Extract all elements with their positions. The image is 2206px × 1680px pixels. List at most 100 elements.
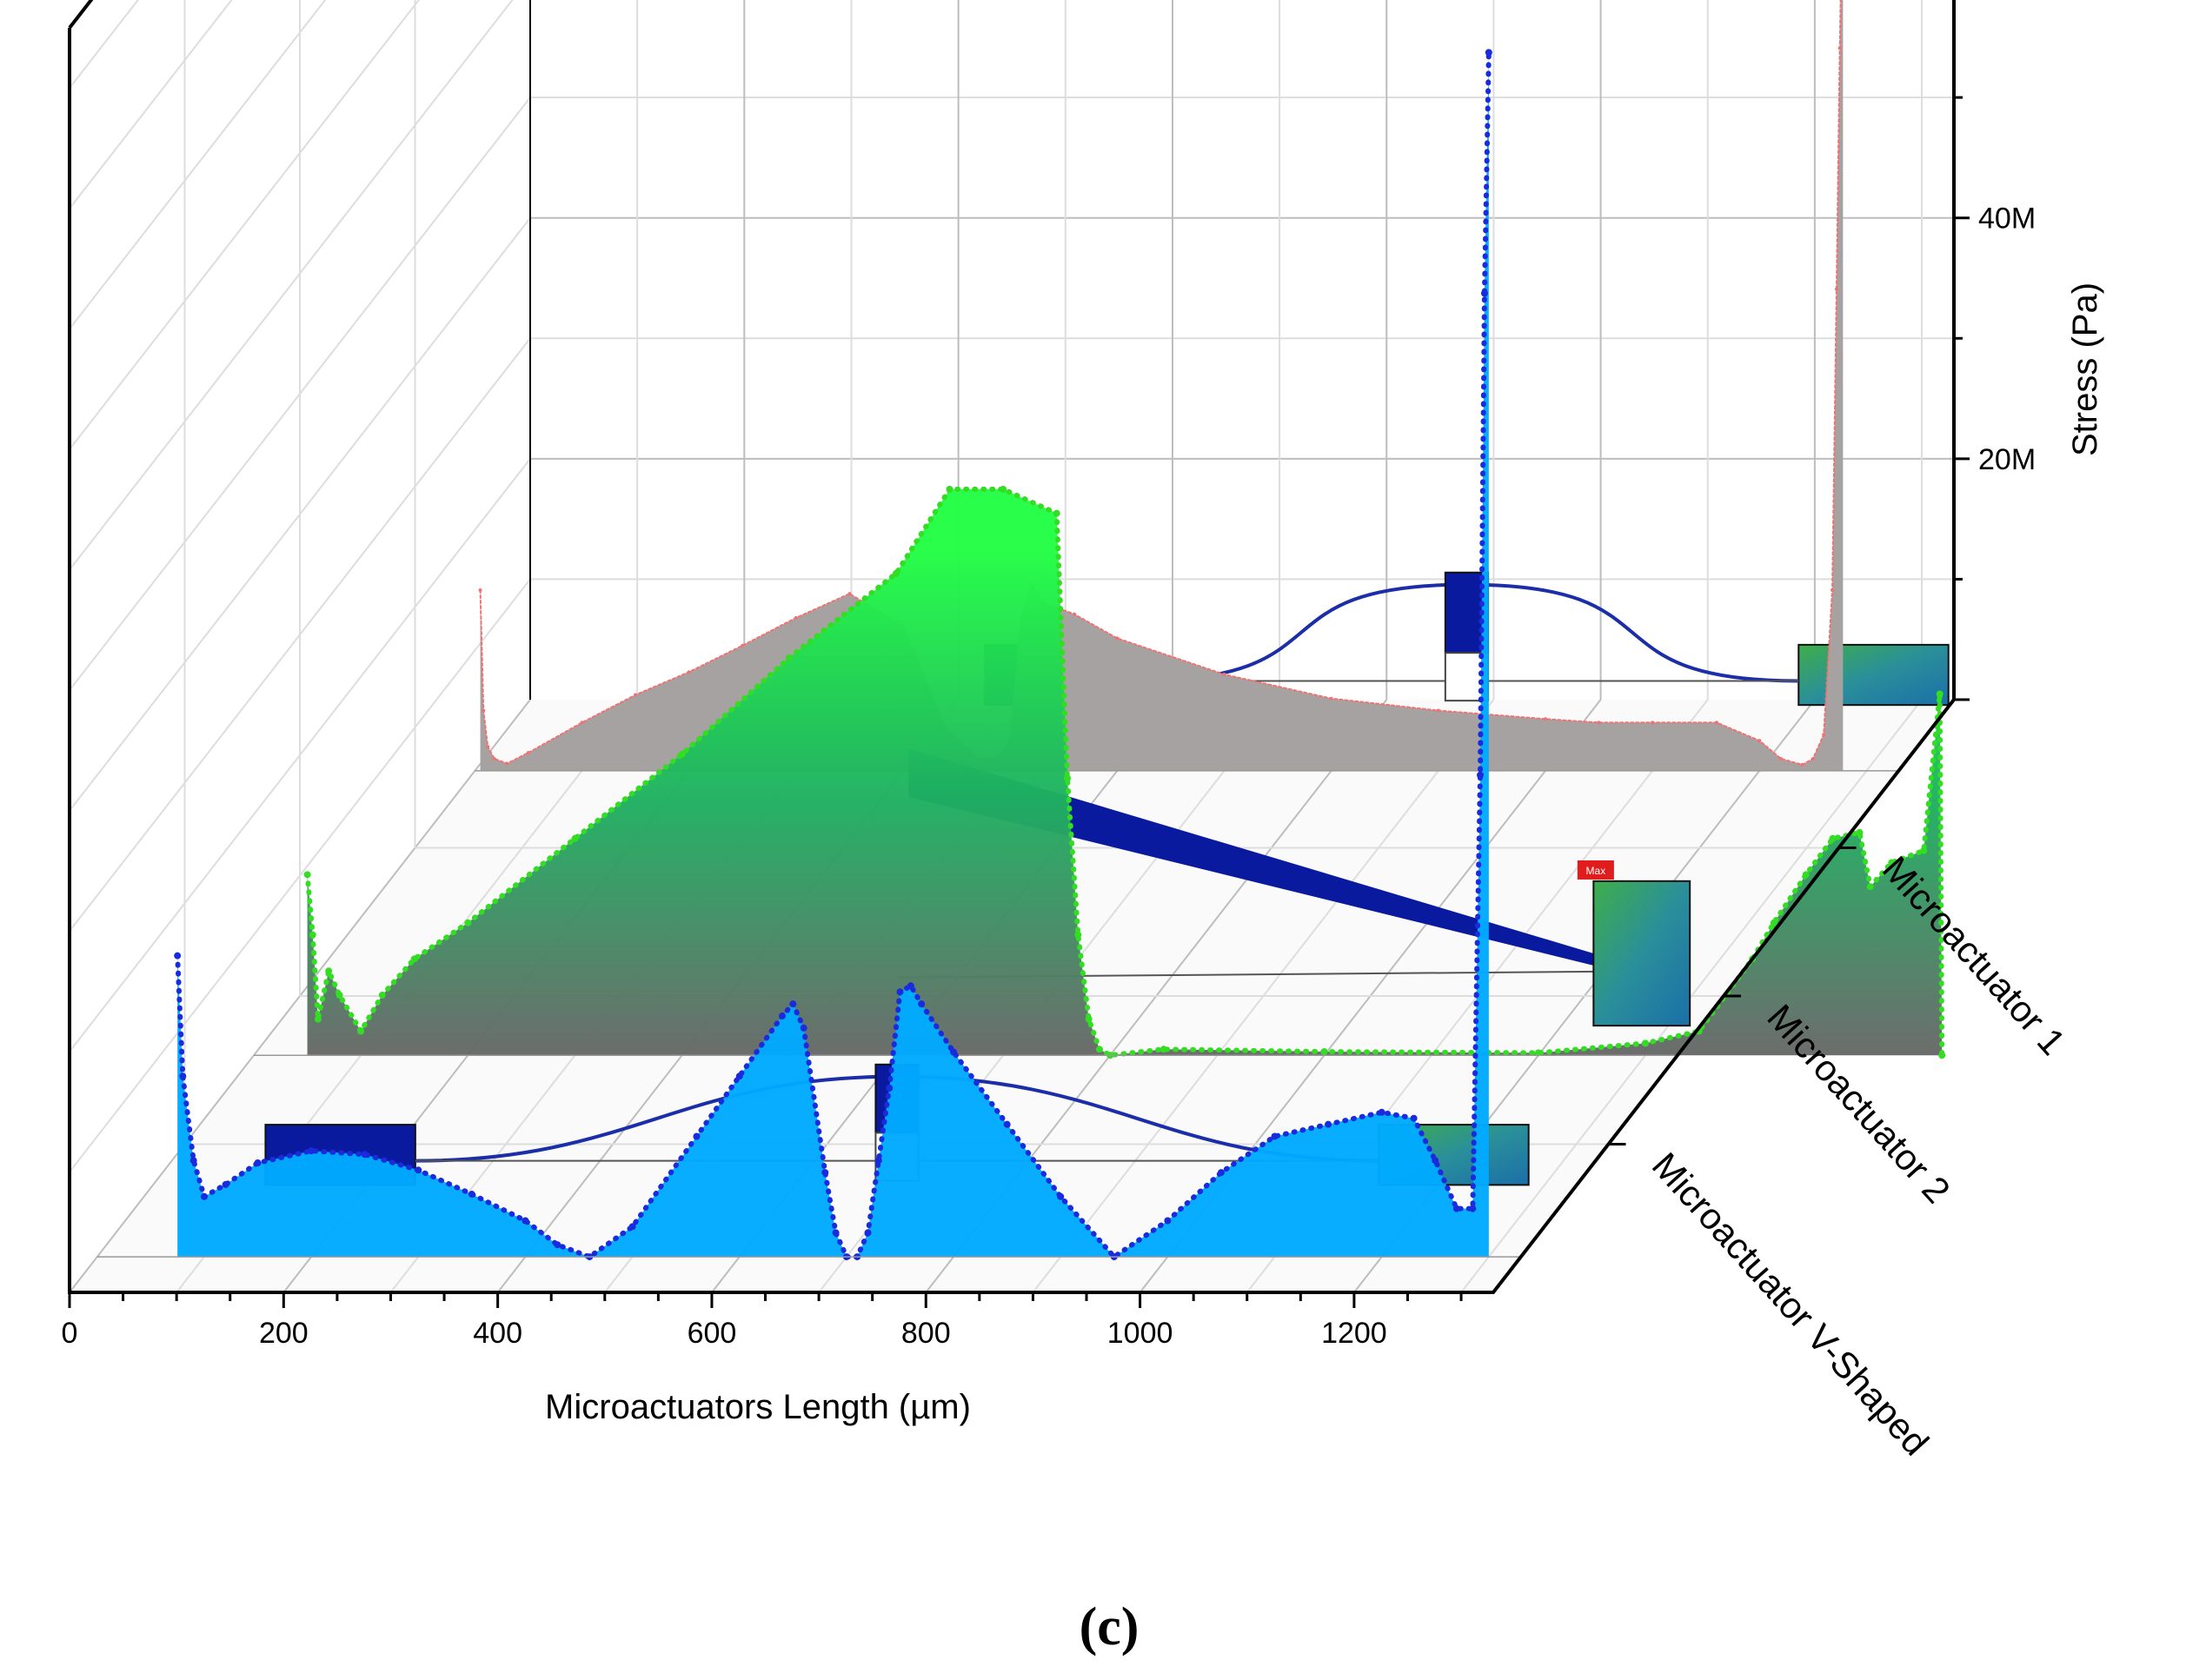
data-point-microactuator-v-shaped [693, 1132, 701, 1140]
anchor-pad-right [1797, 643, 1950, 707]
data-point-microactuator-2 [464, 919, 472, 926]
data-point-microactuator-v-shaped [918, 1000, 926, 1008]
data-point-microactuator-1 [1778, 756, 1783, 760]
data-point-microactuator-v-shaped [735, 1072, 743, 1080]
data-point-microactuator-1 [634, 693, 638, 697]
data-point-microactuator-1 [1757, 739, 1762, 743]
data-point-microactuator-1 [1543, 717, 1547, 721]
data-point-microactuator-2 [571, 834, 579, 842]
data-point-microactuator-v-shaped [1432, 1157, 1439, 1165]
data-point-microactuator-2 [1856, 828, 1864, 836]
x-tick-label: 200 [259, 1317, 309, 1350]
data-point-microactuator-v-shaped [1485, 49, 1492, 56]
data-point-microactuator-1 [526, 751, 530, 755]
data-point-microactuator-v-shaped [1477, 771, 1484, 779]
data-point-microactuator-v-shaped [174, 952, 182, 960]
side-wall-gridline [69, 0, 233, 209]
data-point-microactuator-v-shaped [779, 1012, 787, 1019]
data-point-microactuator-1 [1073, 612, 1077, 616]
data-point-microactuator-v-shaped [222, 1180, 229, 1188]
data-point-microactuator-2 [1074, 931, 1082, 939]
data-point-microactuator-v-shaped [1452, 1205, 1460, 1212]
data-point-microactuator-1 [1222, 672, 1226, 676]
data-point-microactuator-2 [1159, 1046, 1167, 1053]
data-point-microactuator-2 [1095, 1046, 1103, 1053]
data-point-microactuator-v-shaped [1271, 1132, 1279, 1140]
data-point-microactuator-v-shaped [468, 1191, 475, 1199]
data-point-microactuator-2 [1053, 509, 1060, 517]
data-point-microactuator-1 [794, 615, 798, 620]
data-point-microactuator-1 [486, 745, 490, 749]
data-point-microactuator-1 [1597, 720, 1601, 725]
chart-axes [68, 0, 1970, 1308]
data-point-microactuator-v-shaped [886, 1085, 894, 1092]
data-point-microactuator-v-shaped [800, 1024, 807, 1032]
data-point-microactuator-1 [741, 643, 745, 647]
data-point-microactuator-v-shaped [200, 1192, 208, 1200]
data-point-microactuator-2 [1936, 690, 1944, 698]
data-point-microactuator-v-shaped [821, 1169, 829, 1177]
data-point-microactuator-v-shaped [1469, 1205, 1477, 1212]
data-point-microactuator-2 [1829, 834, 1837, 842]
data-point-microactuator-v-shaped [896, 988, 904, 996]
x-tick-label: 1000 [1107, 1317, 1173, 1350]
data-point-microactuator-2 [1770, 919, 1777, 926]
max-marker-label: Max [1586, 865, 1606, 877]
x-axis-title: Microactuators Length (µm) [545, 1388, 971, 1426]
anchor-pad-right [1592, 880, 1691, 1027]
data-point-microactuator-1 [1811, 756, 1815, 760]
data-point-microactuator-v-shaped [1325, 1120, 1332, 1128]
data-point-microactuator-v-shaped [1164, 1217, 1172, 1225]
z-tick-label: 40M [1978, 203, 2036, 236]
data-point-microactuator-1 [687, 670, 691, 674]
data-point-microactuator-v-shaped [789, 1000, 797, 1008]
x-tick-label: 1200 [1321, 1317, 1387, 1350]
data-point-microactuator-2 [410, 955, 418, 963]
x-tick-label: 600 [688, 1317, 737, 1350]
data-point-microactuator-v-shaped [1410, 1114, 1418, 1122]
back-wall [530, 0, 1954, 700]
data-point-microactuator-2 [946, 485, 953, 493]
area-microactuator-v-shaped [177, 52, 1489, 1258]
data-point-microactuator-v-shaped [254, 1159, 262, 1166]
data-point-microactuator-1 [1834, 287, 1838, 291]
data-point-microactuator-v-shaped [415, 1166, 422, 1174]
max-marker [1577, 860, 1614, 880]
data-point-microactuator-2 [1085, 1015, 1093, 1023]
category-label: Microactuator V-Shaped [1645, 1145, 1937, 1463]
data-point-microactuator-v-shaped [950, 1048, 958, 1056]
data-point-microactuator-2 [678, 750, 686, 758]
data-point-microactuator-2 [1000, 485, 1007, 493]
data-point-microactuator-v-shaped [522, 1217, 529, 1225]
data-point-microactuator-1 [478, 588, 482, 592]
data-point-microactuator-v-shaped [179, 1072, 187, 1080]
data-point-microactuator-2 [325, 967, 333, 975]
data-point-microactuator-1 [1800, 762, 1804, 767]
data-point-microactuator-2 [1888, 859, 1896, 867]
data-point-microactuator-v-shaped [628, 1223, 636, 1231]
data-point-microactuator-2 [336, 991, 343, 999]
x-tick-label: 400 [473, 1317, 522, 1350]
data-point-microactuator-v-shaped [308, 1147, 316, 1155]
x-tick-label: 0 [62, 1317, 78, 1350]
data-point-microactuator-v-shaped [1217, 1169, 1225, 1177]
data-point-microactuator-v-shaped [554, 1241, 561, 1249]
chart-series: Max [96, 0, 1950, 1261]
data-point-microactuator-2 [309, 931, 316, 939]
data-point-microactuator-2 [378, 991, 386, 999]
data-point-microactuator-2 [1642, 1039, 1650, 1047]
data-point-microactuator-v-shaped [1378, 1108, 1385, 1116]
data-point-microactuator-1 [580, 720, 584, 725]
data-point-microactuator-2 [1064, 774, 1071, 782]
z-tick-label: 20M [1978, 443, 2036, 476]
data-point-microactuator-2 [303, 871, 311, 879]
data-point-microactuator-v-shaped [189, 1157, 197, 1165]
data-point-microactuator-1 [847, 592, 852, 596]
data-point-microactuator-2 [785, 654, 793, 661]
data-point-microactuator-1 [1329, 696, 1333, 701]
data-point-microactuator-2 [892, 569, 900, 577]
data-point-microactuator-2 [357, 1027, 365, 1035]
data-point-microactuator-1 [482, 708, 486, 713]
data-point-microactuator-v-shaped [1057, 1192, 1065, 1200]
data-point-microactuator-2 [314, 1015, 322, 1023]
